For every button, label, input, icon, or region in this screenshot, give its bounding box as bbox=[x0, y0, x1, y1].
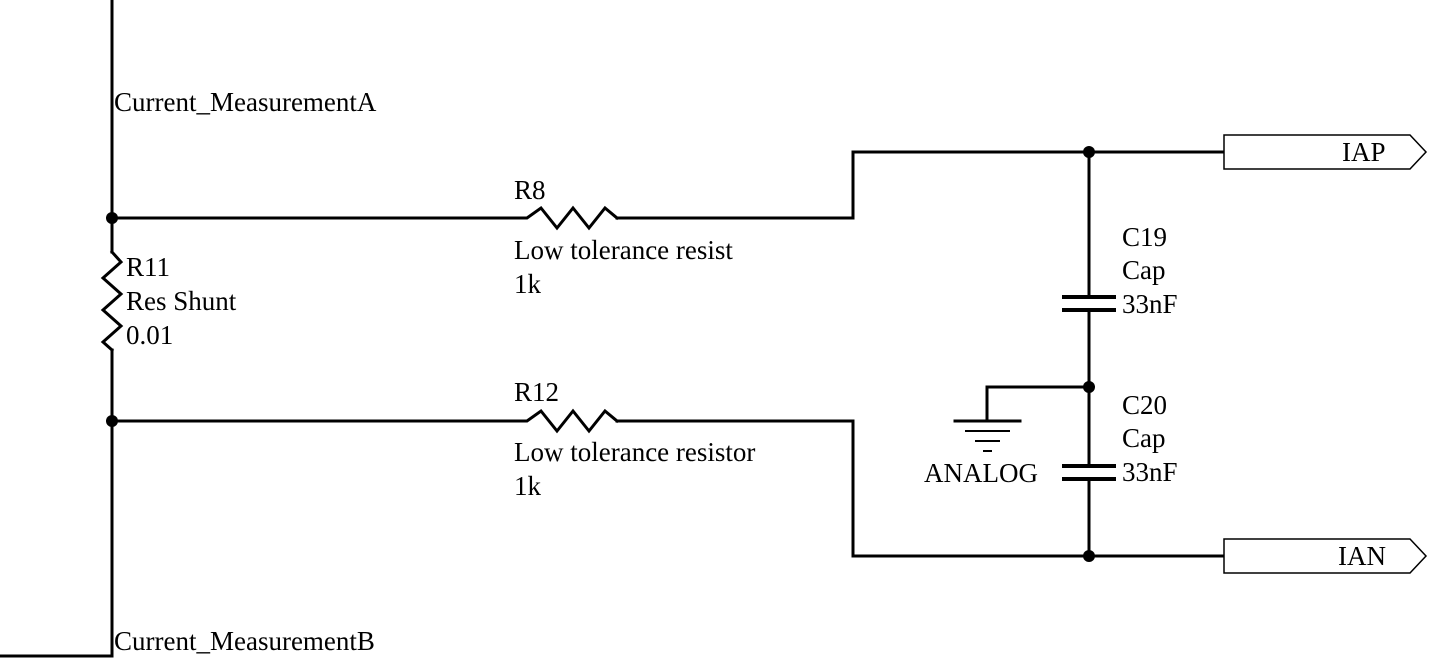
shunt-comment: Res Shunt bbox=[126, 286, 237, 316]
junction-node-b bbox=[106, 415, 118, 427]
c20-designator: C20 bbox=[1122, 390, 1167, 420]
junction-ground bbox=[1083, 381, 1095, 393]
junction-iap bbox=[1083, 146, 1095, 158]
wire-ground bbox=[985, 385, 1091, 423]
shunt-resistor-symbol bbox=[100, 249, 124, 353]
resistor-r12-symbol bbox=[514, 408, 620, 434]
shunt-value: 0.01 bbox=[126, 320, 173, 350]
r8-designator: R8 bbox=[514, 175, 546, 205]
shunt-designator: R11 bbox=[126, 252, 170, 282]
c20-value: 33nF bbox=[1122, 457, 1178, 487]
r12-designator: R12 bbox=[514, 377, 559, 407]
r12-value: 1k bbox=[514, 471, 542, 501]
c20-comment: Cap bbox=[1122, 423, 1166, 453]
c19-value: 33nF bbox=[1122, 289, 1178, 319]
ground-label: ANALOG bbox=[924, 458, 1038, 488]
r8-comment: Low tolerance resist bbox=[514, 235, 733, 265]
net-label-current-measurement-a: Current_MeasurementA bbox=[114, 87, 377, 117]
r12-comment: Low tolerance resistor bbox=[514, 437, 755, 467]
port-ian-label: IAN bbox=[1338, 541, 1386, 571]
net-label-current-measurement-b: Current_MeasurementB bbox=[114, 626, 375, 656]
r8-value: 1k bbox=[514, 269, 542, 299]
wire-top-branch-right bbox=[615, 150, 1226, 220]
left-bus-wire-bottom bbox=[0, 348, 114, 658]
junction-node-a bbox=[106, 212, 118, 224]
port-iap-label: IAP bbox=[1342, 137, 1386, 167]
wire-bottom-branch-right bbox=[615, 419, 1226, 558]
port-iap-shape[interactable] bbox=[1223, 134, 1428, 170]
junction-ian bbox=[1083, 550, 1095, 562]
port-ian-shape[interactable] bbox=[1223, 538, 1428, 574]
ground-icon bbox=[953, 419, 1022, 452]
c19-designator: C19 bbox=[1122, 222, 1167, 252]
c19-comment: Cap bbox=[1122, 255, 1166, 285]
resistor-r8-symbol bbox=[514, 205, 620, 231]
